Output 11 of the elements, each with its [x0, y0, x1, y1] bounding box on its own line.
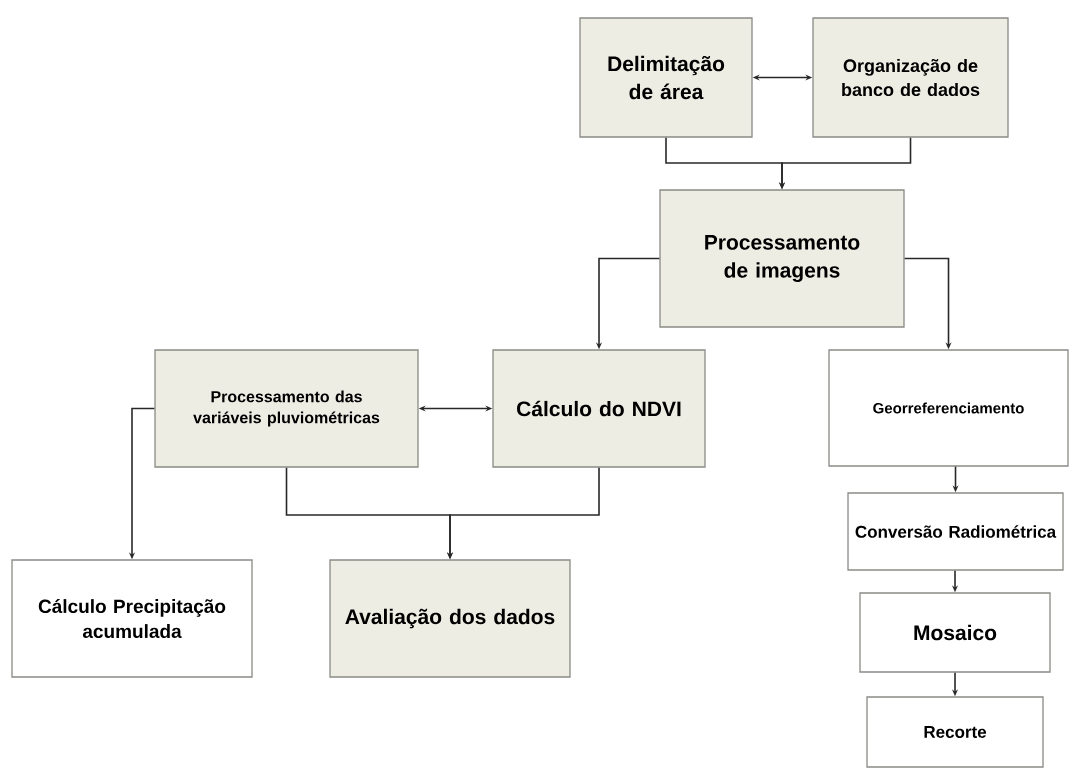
process-box: Mosaico	[859, 592, 1051, 673]
process-box: Cálculo Precipitação acumulada	[11, 559, 253, 678]
process-box: Recorte	[866, 696, 1044, 768]
process-box: Georreferenciamento	[828, 349, 1069, 467]
process-box: Processamento das variáveis pluviométricas	[154, 349, 419, 468]
process-box: Avaliação dos dados	[329, 559, 571, 678]
process-box: Delimitação de área	[579, 17, 753, 138]
process-box: Organização de banco de dados	[812, 17, 1009, 138]
process-box: Conversão Radiométrica	[847, 492, 1064, 571]
process-box: Processamento de imagens	[659, 189, 905, 328]
process-box: Cálculo do NDVI	[492, 349, 706, 468]
